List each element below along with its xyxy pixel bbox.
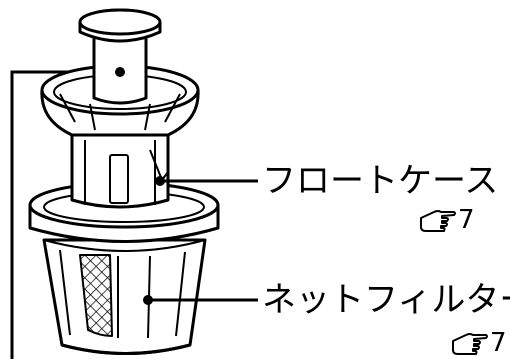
net-filter-label: ネットフィルター <box>262 280 510 320</box>
float-case-part <box>40 64 200 209</box>
float-leader-dot <box>115 67 125 77</box>
net-filter-page-ref[interactable]: 7 <box>452 330 507 356</box>
float-case-page-ref[interactable]: 7 <box>420 207 475 233</box>
net-filter-page-number: 7 <box>490 328 507 358</box>
callout-lines <box>148 179 258 302</box>
float-case-page-number: 7 <box>458 205 475 235</box>
pointing-hand-icon <box>452 333 488 355</box>
float-case-label: フロートケース <box>262 161 499 201</box>
float-case-leader-dot <box>155 176 165 186</box>
net-filter-leader-dot <box>143 295 153 305</box>
pointing-hand-icon <box>420 210 456 232</box>
net-filter-part <box>28 181 220 355</box>
float-cap-part <box>78 8 162 105</box>
mesh-window <box>79 254 113 337</box>
